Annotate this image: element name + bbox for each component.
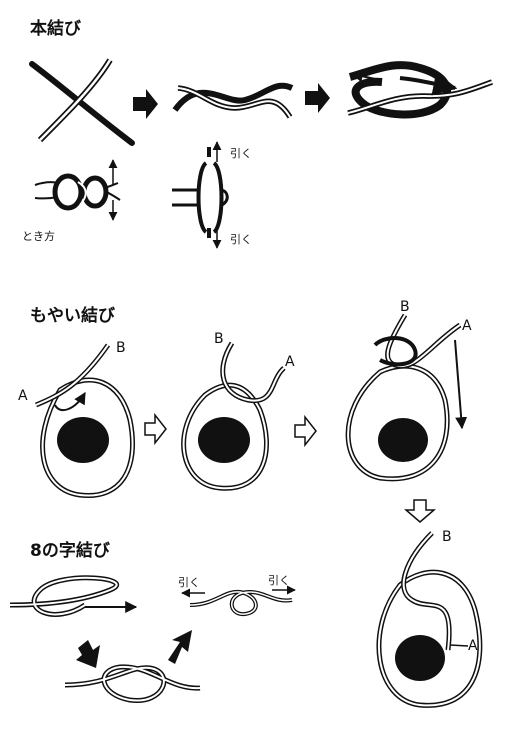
- step-arrow-figure-eight-2: [168, 630, 192, 664]
- step-arrow-2: [305, 83, 330, 113]
- bowline-step2-label-a: A: [285, 354, 295, 370]
- figure-eight-step3: [181, 585, 296, 617]
- figure-eight-pull-left: 引く: [178, 575, 200, 589]
- pull-label-top: 引く: [230, 146, 252, 160]
- step-arrow-bowline-3: [403, 499, 437, 523]
- bowline-step1-label-b: B: [116, 340, 126, 356]
- bowline-step4: [376, 531, 483, 708]
- bowline-step3-label-b: B: [400, 299, 410, 315]
- bowline-step3-label-a: A: [462, 318, 472, 334]
- square-knot-untie: [34, 159, 121, 221]
- untie-label: とき方: [22, 229, 55, 243]
- step-arrow-bowline-1: [144, 412, 167, 446]
- square-knot-step2: [172, 82, 294, 119]
- figure-eight-pull-right: 引く: [268, 573, 290, 587]
- title-figure-eight: 8の字結び: [30, 541, 110, 561]
- figure-eight-step1: [9, 575, 138, 617]
- bowline-step4-label-b: B: [442, 529, 452, 545]
- step-arrow-figure-eight-1: [76, 640, 100, 668]
- bowline-step4-label-a: A: [468, 638, 478, 654]
- bowline-step2: [181, 341, 286, 491]
- title-square-knot: 本結び: [30, 19, 81, 39]
- figure-eight-step2: [64, 664, 201, 703]
- step-arrow-bowline-2: [294, 414, 317, 448]
- bowline-step1: [35, 343, 136, 499]
- square-knot-step3: [347, 61, 493, 119]
- step-arrow-1: [133, 89, 158, 119]
- title-bowline: もやい結び: [30, 306, 115, 326]
- bowline-step2-label-b: B: [214, 331, 224, 347]
- bowline-step3: [345, 313, 468, 482]
- square-knot-pull: [172, 141, 229, 249]
- bowline-step1-label-a: A: [18, 388, 28, 404]
- pull-label-bottom: 引く: [230, 232, 252, 246]
- square-knot-step1: [29, 58, 135, 146]
